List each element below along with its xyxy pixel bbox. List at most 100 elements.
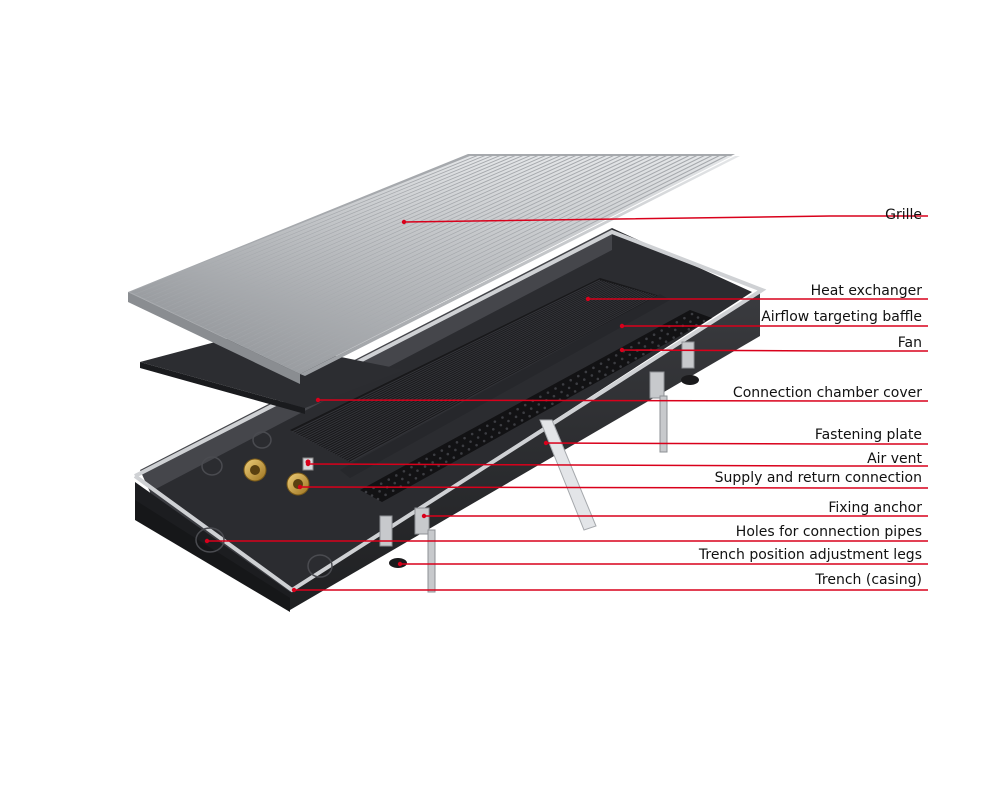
fan-perforation xyxy=(696,316,700,319)
grille xyxy=(128,154,740,384)
fan-perforation xyxy=(401,477,404,481)
leader-line-grille xyxy=(403,215,928,223)
grille-bar xyxy=(212,156,604,334)
fan-perforation xyxy=(391,489,395,493)
fan-perforation xyxy=(475,443,478,447)
grille-bar xyxy=(144,156,498,302)
leader-dot-supply-return xyxy=(297,484,303,490)
fan-perforation xyxy=(590,374,594,377)
fan-perforation xyxy=(569,378,572,382)
fan-perforation xyxy=(607,358,610,361)
leader-lines xyxy=(204,215,928,593)
leader-dot-fixing-anchor xyxy=(421,513,427,519)
fan-perforation xyxy=(402,470,406,473)
trench-frame xyxy=(133,229,767,593)
heat-exchanger-fin xyxy=(294,280,603,434)
fan-perforation xyxy=(613,361,616,365)
grille-bar xyxy=(290,156,725,372)
fan-perforation xyxy=(620,357,624,361)
grille-bar xyxy=(280,156,710,367)
grille-bar xyxy=(154,156,513,306)
fan-perforation xyxy=(690,312,694,316)
grille-bar xyxy=(236,156,642,346)
heat-exchanger-fin xyxy=(321,287,631,449)
leader-dot-trench-casing xyxy=(291,587,297,593)
fan-perforation xyxy=(384,493,387,497)
grille-bar xyxy=(256,156,672,355)
heat-exchanger-fin xyxy=(326,289,636,451)
heat-exchanger-fin xyxy=(331,290,640,453)
fan-perforation xyxy=(664,340,668,343)
fixing-anchors xyxy=(379,341,695,593)
leader-line-fastening-plate xyxy=(545,442,928,445)
fan-perforation xyxy=(673,328,677,332)
grille-bar xyxy=(246,156,657,351)
heat-exchanger-fin xyxy=(317,286,626,446)
heat-exchanger-fin xyxy=(333,291,642,455)
label-heat-exchanger: Heat exchanger xyxy=(810,283,922,299)
fan-perforation xyxy=(614,354,618,357)
grille-bar xyxy=(173,156,544,316)
fan-perforation xyxy=(561,383,565,386)
grille-bar xyxy=(266,156,687,360)
fan-perforation xyxy=(467,448,471,451)
fan-perforation xyxy=(535,410,539,414)
grille-bar xyxy=(251,156,665,353)
fan-perforation xyxy=(630,345,633,349)
heat-exchanger-fin xyxy=(312,285,622,444)
fan-perforation xyxy=(513,423,516,426)
grille-bar xyxy=(232,156,634,344)
grille-bar xyxy=(159,156,521,309)
fan-perforation xyxy=(573,390,577,393)
label-supply-and-return-connection: Supply and return connection xyxy=(714,470,922,486)
fan-perforation xyxy=(484,432,488,435)
fan-perforation xyxy=(560,390,563,394)
fan-perforation xyxy=(438,456,442,460)
label-air-vent: Air vent xyxy=(867,451,922,467)
grille-bar xyxy=(295,156,733,374)
label-connection-chamber-cover: Connection chamber cover xyxy=(732,385,922,401)
leader-dot-grille xyxy=(401,219,407,225)
fan-perforation xyxy=(546,391,550,394)
heat-exchanger-fin xyxy=(298,281,608,437)
fan-perforation xyxy=(425,457,428,461)
grille-bar xyxy=(149,156,506,304)
fan-perforation xyxy=(516,407,519,411)
fan-perforation xyxy=(679,332,683,335)
label-trench-casing: Trench (casing) xyxy=(815,572,922,588)
fan-perforation xyxy=(528,414,531,418)
fan-perforation xyxy=(429,468,433,472)
grille-bar xyxy=(134,156,483,297)
fan-perforation xyxy=(393,481,397,485)
label-fastening-plate: Fastening plate xyxy=(814,427,922,443)
fan-perforation xyxy=(575,382,578,386)
fan-perforation xyxy=(687,327,691,331)
grille-bar xyxy=(202,156,589,330)
heat-exchanger-fin xyxy=(310,284,619,443)
heat-exchanger-fin xyxy=(340,292,649,458)
fan-perforation xyxy=(414,477,418,480)
leader-dot-chamber-cover xyxy=(315,397,321,403)
grille-bar xyxy=(241,156,650,348)
heat-exchanger-fin xyxy=(301,282,610,438)
fan-perforation xyxy=(660,329,663,332)
label-trench-position-adjustment-legs: Trench position adjustment legs xyxy=(698,547,922,563)
fan-perforation xyxy=(408,473,412,477)
grille-bar xyxy=(188,156,566,323)
fan-perforation xyxy=(599,362,603,365)
leader-dot-fastening-plate xyxy=(543,440,549,446)
fan-perforation xyxy=(507,419,510,423)
fan-perforation xyxy=(566,394,569,397)
fan-perforation xyxy=(508,412,512,415)
fan-perforation xyxy=(387,478,391,481)
fan-perforation xyxy=(604,373,607,377)
connection-chamber-cover xyxy=(140,336,405,414)
grille-bar xyxy=(222,156,619,339)
label-holes-for-connection-pipes: Holes for connection pipes xyxy=(735,524,922,540)
fan-perforation xyxy=(529,407,533,410)
fan-perforation xyxy=(490,435,494,439)
fan-perforation xyxy=(584,370,588,374)
fan-perforation xyxy=(611,369,615,372)
fan-perforation xyxy=(476,436,480,439)
grille-bar xyxy=(130,156,475,294)
